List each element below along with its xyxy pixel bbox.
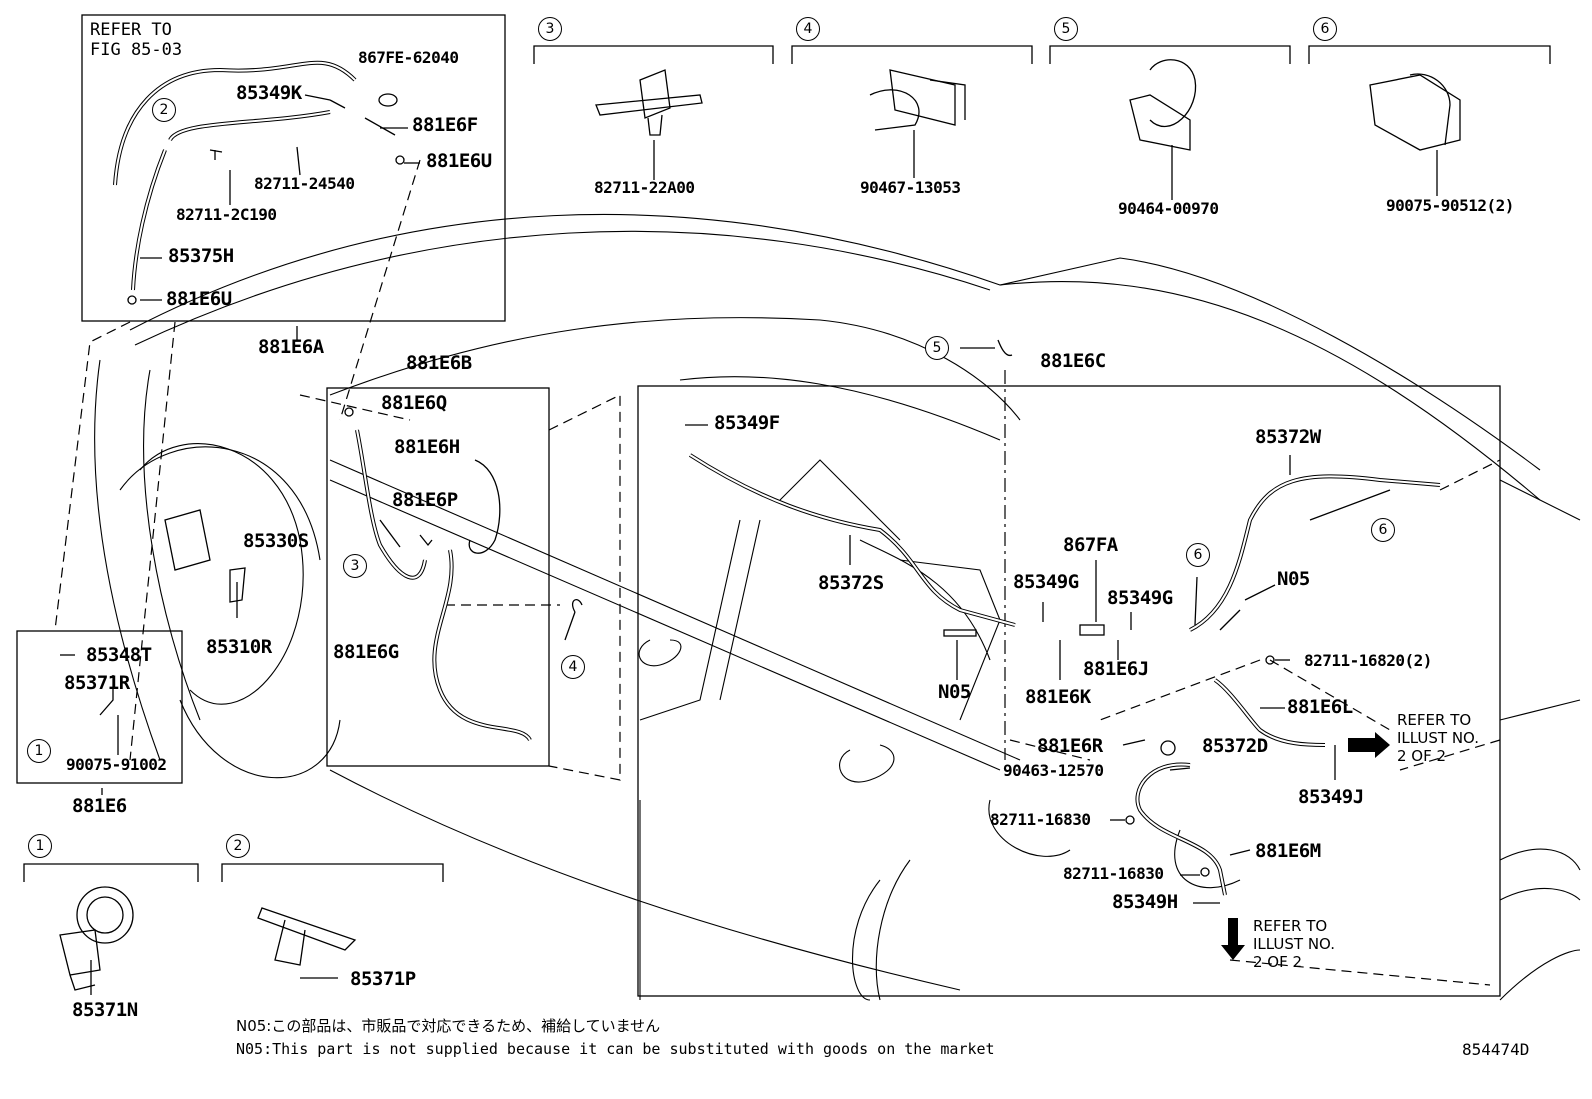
callout-circle-1[interactable]: 1 xyxy=(28,834,52,858)
part-881E6Q[interactable]: 881E6Q xyxy=(381,392,447,414)
bracket-85330S-icon xyxy=(164,509,246,603)
part-867FE-62040[interactable]: 867FE-62040 xyxy=(358,48,459,67)
part-N05-right[interactable]: N05 xyxy=(1277,568,1310,590)
part-85330S[interactable]: 85330S xyxy=(243,530,309,552)
part-85349H[interactable]: 85349H xyxy=(1112,891,1178,913)
assembly-881E6A[interactable]: 881E6A xyxy=(258,336,324,358)
callout-circle-4[interactable]: 4 xyxy=(796,17,820,41)
part-82711-24540[interactable]: 82711-24540 xyxy=(254,174,355,193)
part-85372D[interactable]: 85372D xyxy=(1202,735,1268,757)
part-881E6R[interactable]: 881E6R xyxy=(1037,735,1103,757)
refer-to-fig-note[interactable]: REFER TO FIG 85-03 xyxy=(90,20,183,61)
part-90467-13053[interactable]: 90467-13053 xyxy=(860,178,961,197)
callout-circle-3-mid[interactable]: 3 xyxy=(343,554,367,578)
callout-circle-6-mid[interactable]: 6 xyxy=(1186,543,1210,567)
part-867FA[interactable]: 867FA xyxy=(1063,534,1118,556)
arrow-down-icon xyxy=(1221,918,1245,960)
part-82711-2C190[interactable]: 82711-2C190 xyxy=(176,205,277,224)
arrow-right-icon xyxy=(1348,732,1390,758)
car-body-outline xyxy=(94,213,1581,1001)
part-85372W[interactable]: 85372W xyxy=(1255,426,1321,448)
part-881E6P[interactable]: 881E6P xyxy=(392,489,458,511)
clamp-90467-13053-icon xyxy=(869,69,966,131)
inset-box-top-left xyxy=(81,14,506,322)
part-881E6J[interactable]: 881E6J xyxy=(1083,658,1149,680)
part-881E6L[interactable]: 881E6L xyxy=(1287,696,1353,718)
part-85371N[interactable]: 85371N xyxy=(72,999,138,1021)
footnote-english: N05:This part is not supplied because it… xyxy=(236,1040,995,1058)
callout-circle-3[interactable]: 3 xyxy=(538,17,562,41)
callout-circle-5[interactable]: 5 xyxy=(1054,17,1078,41)
part-85371R[interactable]: 85371R xyxy=(64,672,130,694)
clip-85371P-icon xyxy=(257,907,357,966)
part-881E6H[interactable]: 881E6H xyxy=(394,436,460,458)
part-90464-00970[interactable]: 90464-00970 xyxy=(1118,199,1219,218)
part-85349K[interactable]: 85349K xyxy=(236,82,302,104)
inset-box-right xyxy=(637,385,1501,997)
callout-circle-6-right[interactable]: 6 xyxy=(1371,518,1395,542)
callout-circle-4-mid[interactable]: 4 xyxy=(561,655,585,679)
part-85349G-right[interactable]: 85349G xyxy=(1107,587,1173,609)
clamp-85371N-icon xyxy=(59,886,134,991)
refer-to-illust-note-right[interactable]: REFER TO ILLUST NO. 2 OF 2 xyxy=(1397,711,1480,765)
assembly-881E6B[interactable]: 881E6B xyxy=(406,352,472,374)
part-85310R[interactable]: 85310R xyxy=(206,636,272,658)
callout-circle-6[interactable]: 6 xyxy=(1313,17,1337,41)
part-881E6K[interactable]: 881E6K xyxy=(1025,686,1091,708)
part-90463-12570[interactable]: 90463-12570 xyxy=(1003,761,1104,780)
diagram-id: 854474D xyxy=(1462,1040,1530,1059)
callout-circle-2-inset[interactable]: 2 xyxy=(152,98,176,122)
callout-circle-1-inset[interactable]: 1 xyxy=(27,739,51,763)
part-90075-91002[interactable]: 90075-91002 xyxy=(66,755,167,774)
part-90075-90512[interactable]: 90075-90512(2) xyxy=(1386,196,1514,215)
part-85371P[interactable]: 85371P xyxy=(350,968,416,990)
part-881E6M[interactable]: 881E6M xyxy=(1255,840,1321,862)
clamp-90464-00970-icon xyxy=(1129,59,1197,151)
part-82711-16830-top[interactable]: 82711-16830 xyxy=(990,810,1091,829)
clip-90075-90512-icon xyxy=(1369,73,1461,151)
part-881E6U-top[interactable]: 881E6U xyxy=(426,150,492,172)
assembly-881E6C[interactable]: 881E6C xyxy=(1040,350,1106,372)
clip-82711-22A00-icon xyxy=(595,69,703,136)
part-881E6G[interactable]: 881E6G xyxy=(333,641,399,663)
part-85349G-left[interactable]: 85349G xyxy=(1013,571,1079,593)
part-85349F[interactable]: 85349F xyxy=(714,412,780,434)
assembly-881E6[interactable]: 881E6 xyxy=(72,795,127,817)
inset-box-left xyxy=(16,630,183,784)
inset-box-mid xyxy=(326,387,550,767)
footnote-japanese: N05:この部品は、市販品で対応できるため、補給していません xyxy=(236,1017,661,1035)
part-85349J[interactable]: 85349J xyxy=(1298,786,1364,808)
part-85372S[interactable]: 85372S xyxy=(818,572,884,594)
callout-circle-5-right[interactable]: 5 xyxy=(925,336,949,360)
part-82711-16830-bottom[interactable]: 82711-16830 xyxy=(1063,864,1164,883)
part-82711-22A00[interactable]: 82711-22A00 xyxy=(594,178,695,197)
part-881E6F[interactable]: 881E6F xyxy=(412,114,478,136)
part-85375H[interactable]: 85375H xyxy=(168,245,234,267)
part-N05-left[interactable]: N05 xyxy=(938,681,971,703)
part-82711-16820[interactable]: 82711-16820(2) xyxy=(1304,651,1432,670)
part-881E6U-bottom[interactable]: 881E6U xyxy=(166,288,232,310)
part-85348T[interactable]: 85348T xyxy=(86,644,152,666)
callout-circle-2[interactable]: 2 xyxy=(226,834,250,858)
refer-to-illust-note-bottom[interactable]: REFER TO ILLUST NO. 2 OF 2 xyxy=(1253,917,1336,971)
